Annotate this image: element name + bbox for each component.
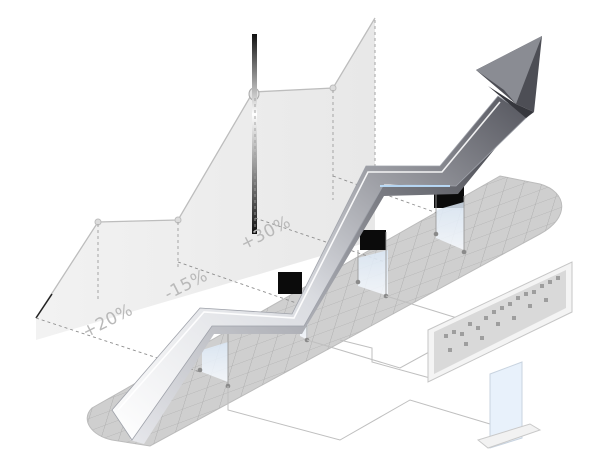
- wall-line: [35, 17, 376, 319]
- wall-line-dark-edge: [35, 293, 53, 319]
- bar-shadows: [278, 186, 464, 294]
- vertical-pole: [252, 34, 257, 234]
- back-wall: [36, 18, 375, 340]
- wall-nodes: [94, 84, 337, 226]
- glow-pillars: [202, 202, 464, 382]
- platform-grid: [87, 176, 562, 446]
- billboard-panel-icon: [427, 261, 573, 449]
- rising-arrow-icon: [111, 36, 542, 444]
